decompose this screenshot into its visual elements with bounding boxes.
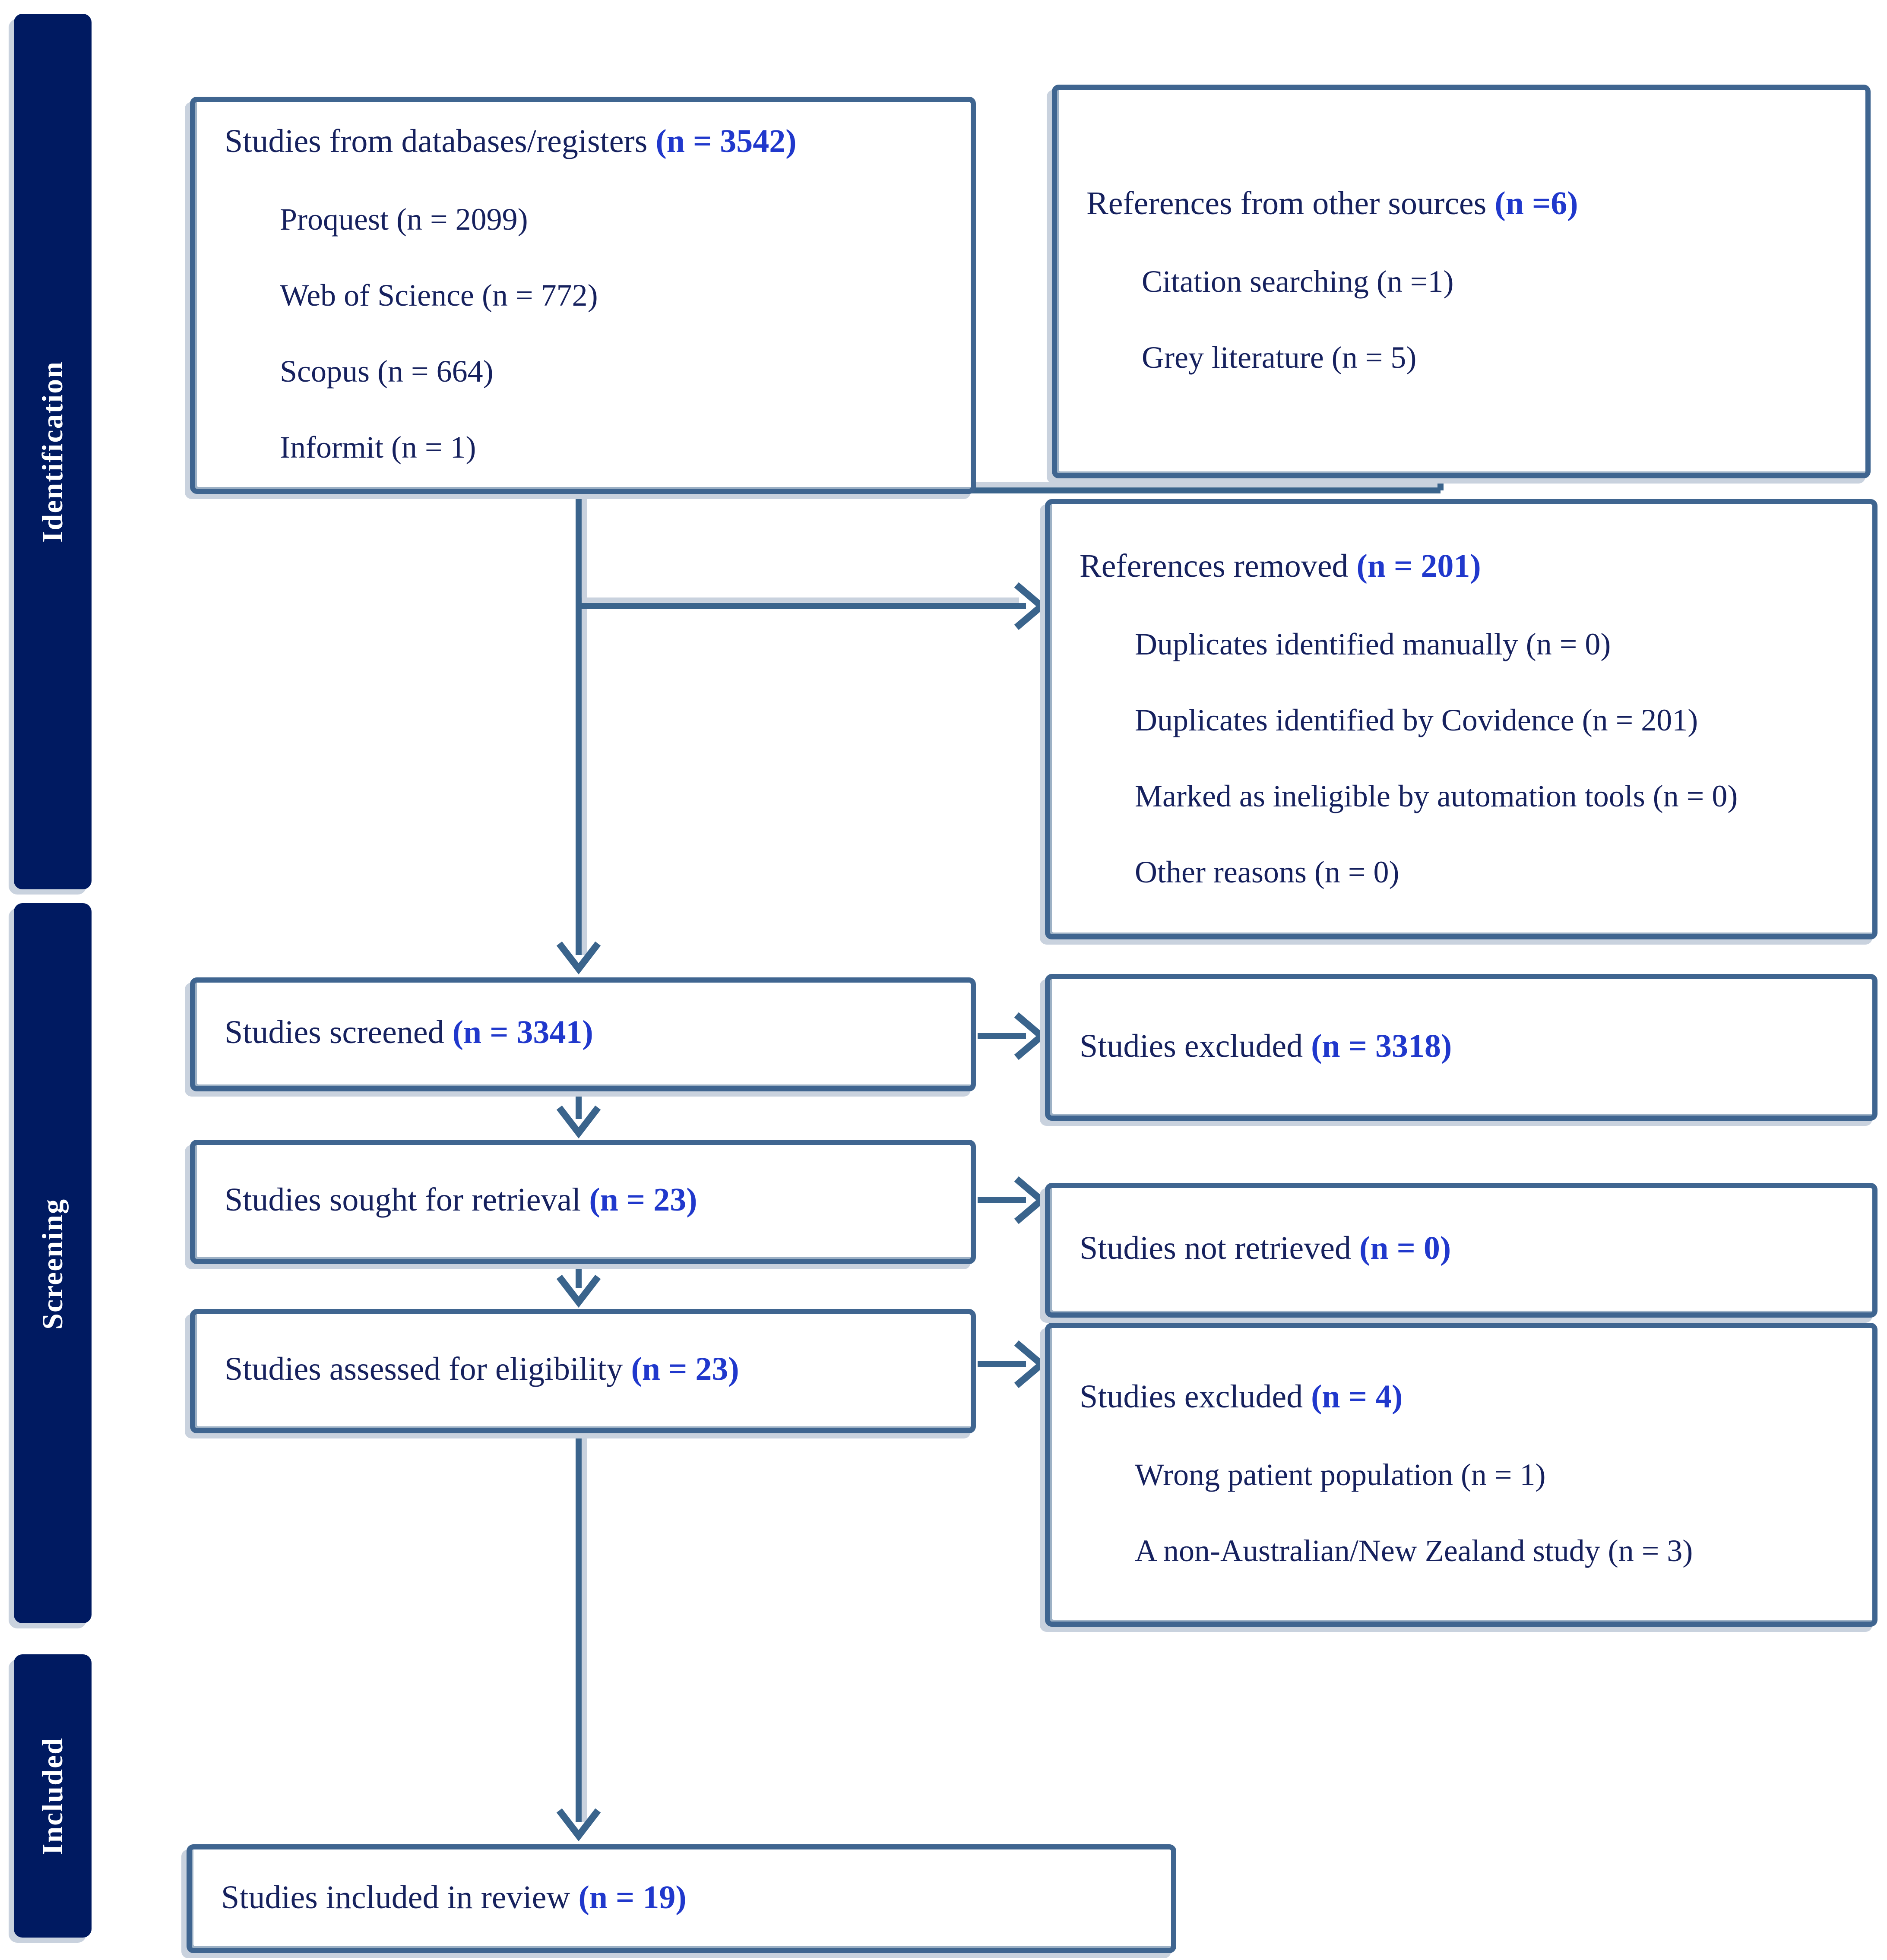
arrowhead-down-icon (556, 1808, 601, 1842)
box-title: Studies not retrieved (n = 0) (1080, 1231, 1451, 1268)
arrowhead-right-icon (1014, 1176, 1047, 1224)
box-item: Proquest (n = 2099) (280, 202, 528, 237)
box-title: Studies screened (n = 3341) (225, 1015, 593, 1052)
box-references-other-sources: References from other sources (n =6) Cit… (1052, 85, 1871, 478)
box-item: Citation searching (n =1) (1142, 264, 1454, 299)
box-title: References from other sources (n =6) (1086, 187, 1578, 223)
box-studies-screened: Studies screened (n = 3341) (190, 977, 976, 1091)
arrowhead-right-icon (1014, 582, 1047, 630)
box-studies-sought: Studies sought for retrieval (n = 23) (190, 1140, 976, 1264)
arrowhead-right-icon (1014, 1012, 1047, 1060)
stage-band-included: Included (14, 1654, 92, 1938)
box-item: Scopus (n = 664) (280, 354, 494, 389)
box-studies-excluded-eligibility: Studies excluded (n = 4) Wrong patient p… (1045, 1323, 1878, 1627)
box-studies-included-review: Studies included in review (n = 19) (187, 1844, 1176, 1953)
box-item: Wrong patient population (n = 1) (1135, 1457, 1546, 1492)
box-studies-not-retrieved: Studies not retrieved (n = 0) (1045, 1183, 1878, 1318)
arrowhead-right-icon (1014, 1340, 1047, 1388)
box-title: Studies excluded (n = 4) (1080, 1380, 1403, 1416)
box-title: Studies included in review (n = 19) (221, 1880, 687, 1916)
box-title: Studies from databases/registers (n = 35… (225, 124, 797, 161)
box-title: Studies sought for retrieval (n = 23) (225, 1183, 697, 1219)
box-title: References removed (n = 201) (1080, 548, 1481, 585)
box-item: A non-Australian/New Zealand study (n = … (1135, 1533, 1693, 1568)
box-item: Informit (n = 1) (280, 430, 476, 465)
box-item: Marked as ineligible by automation tools… (1135, 778, 1738, 812)
stage-label-included: Included (35, 1737, 68, 1855)
box-studies-from-databases: Studies from databases/registers (n = 35… (190, 97, 976, 494)
arrowhead-down-icon (556, 941, 601, 975)
box-studies-assessed: Studies assessed for eligibility (n = 23… (190, 1309, 976, 1433)
arrowhead-down-icon (556, 1105, 601, 1139)
box-item: Web of Science (n = 772) (280, 278, 598, 313)
stage-band-identification: Identification (14, 14, 92, 889)
box-item: Duplicates identified manually (n = 0) (1135, 626, 1611, 661)
box-item: Duplicates identified by Covidence (n = … (1135, 702, 1698, 737)
box-studies-excluded-screening: Studies excluded (n = 3318) (1045, 974, 1878, 1121)
box-references-removed: References removed (n = 201) Duplicates … (1045, 499, 1878, 939)
box-title: Studies excluded (n = 3318) (1080, 1028, 1452, 1065)
stage-band-screening: Screening (14, 903, 92, 1623)
stage-label-screening: Screening (35, 1198, 68, 1329)
box-title: Studies assessed for eligibility (n = 23… (225, 1352, 739, 1388)
arrowhead-down-icon (556, 1274, 601, 1308)
box-item: Other reasons (n = 0) (1135, 854, 1399, 888)
box-item: Grey literature (n = 5) (1142, 340, 1417, 375)
stage-label-identification: Identification (35, 360, 68, 543)
